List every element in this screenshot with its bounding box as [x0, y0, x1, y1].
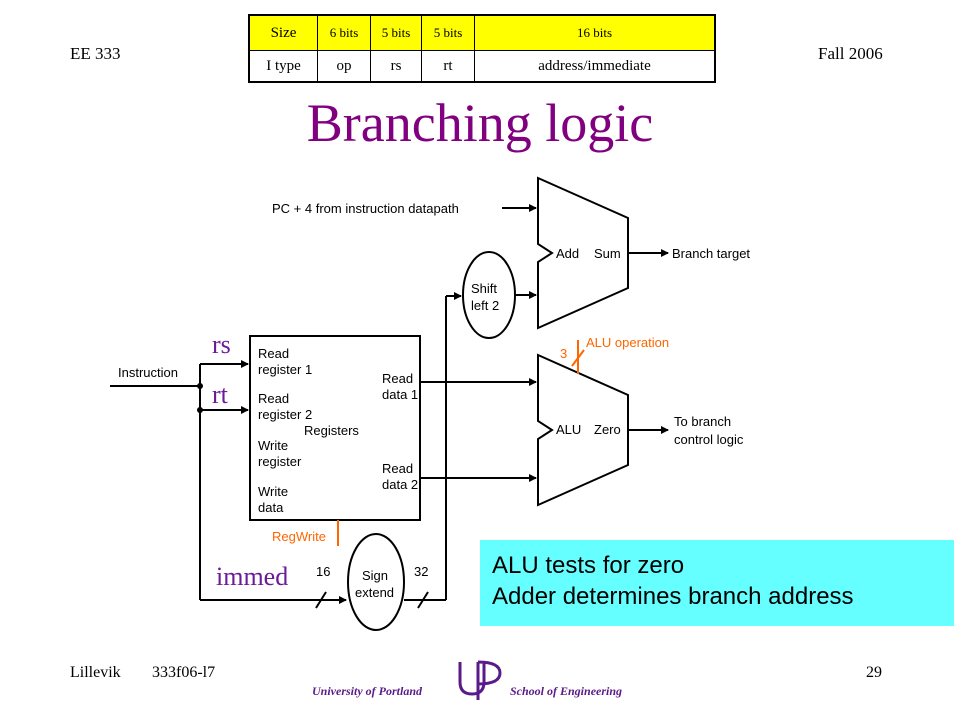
format-cell: 5 bits — [370, 14, 422, 51]
read-data2-label-2: data 2 — [382, 477, 418, 492]
up-monogram-icon — [458, 660, 502, 700]
ext-width-slash — [417, 591, 429, 609]
note-line-1: ALU tests for zero — [492, 552, 685, 579]
format-cell: I type — [248, 50, 318, 83]
immed-width-slash — [315, 591, 327, 609]
read-reg2-label-2: register 2 — [258, 407, 312, 422]
instruction-format-table: Size 6 bits 5 bits 5 bits 16 bits I type… — [248, 14, 716, 83]
sign-extend-label-1: Sign — [362, 568, 388, 583]
read-data1-label-2: data 1 — [382, 387, 418, 402]
write-reg-label: Write — [258, 438, 288, 453]
school-name: School of Engineering — [510, 684, 623, 698]
to-branch-label-2: control logic — [674, 432, 744, 447]
alu-label: ALU — [556, 422, 581, 437]
sign-extend-label-2: extend — [355, 585, 394, 600]
regwrite-label: RegWrite — [272, 529, 326, 544]
university-name: University of Portland — [312, 684, 422, 698]
rt-label: rt — [212, 380, 228, 409]
file-label: 333f06-l7 — [152, 664, 216, 681]
write-data-label-2: data — [258, 500, 284, 515]
format-cell: 16 bits — [474, 14, 716, 51]
format-cell: Size — [248, 14, 318, 51]
author-label: Lillevik — [70, 664, 121, 681]
format-header-row: Size 6 bits 5 bits 5 bits 16 bits — [248, 14, 716, 51]
to-branch-label-1: To branch — [674, 414, 731, 429]
shift-label-2: left 2 — [471, 298, 499, 313]
pc-input-label: PC + 4 from instruction datapath — [272, 201, 459, 216]
width-16-label: 16 — [316, 564, 330, 579]
format-cell: rs — [370, 50, 422, 83]
alu-op-slash — [571, 349, 585, 367]
format-cell: 5 bits — [421, 14, 475, 51]
read-reg2-label: Read — [258, 391, 289, 406]
branch-target-label: Branch target — [672, 246, 750, 261]
note-line-2: Adder determines branch address — [492, 583, 854, 610]
read-reg1-label-2: register 1 — [258, 362, 312, 377]
format-cell: 6 bits — [317, 14, 371, 51]
write-reg-label-2: register — [258, 454, 302, 469]
format-cell: address/immediate — [474, 50, 716, 83]
read-data2-label: Read — [382, 461, 413, 476]
page-number: 29 — [866, 664, 882, 681]
read-reg1-label: Read — [258, 346, 289, 361]
width-32-label: 32 — [414, 564, 428, 579]
format-itype-row: I type op rs rt address/immediate — [248, 50, 716, 83]
adder-unit — [537, 176, 629, 330]
format-cell: rt — [421, 50, 475, 83]
alu-op-width: 3 — [560, 346, 567, 361]
adder-sum-label: Sum — [594, 246, 621, 261]
instruction-label: Instruction — [118, 365, 178, 380]
course-label: EE 333 — [70, 44, 121, 63]
read-data1-label: Read — [382, 371, 413, 386]
write-data-label: Write — [258, 484, 288, 499]
term-label: Fall 2006 — [818, 44, 883, 63]
registers-name: Registers — [304, 423, 359, 438]
register-file — [249, 335, 421, 521]
university-logo: University of Portland School of Enginee… — [312, 660, 652, 704]
immed-label: immed — [216, 562, 289, 591]
sign-extend-unit — [347, 533, 405, 631]
explanation-callout: ALU tests for zero Adder determines bran… — [480, 540, 954, 626]
shift-label-1: Shift — [471, 281, 497, 296]
adder-add-label: Add — [556, 246, 579, 261]
alu-zero-label: Zero — [594, 422, 621, 437]
slide-title: Branching logic — [306, 93, 654, 153]
alu-unit — [537, 353, 629, 507]
rs-label: rs — [212, 330, 231, 359]
alu-operation-label: ALU operation — [586, 335, 669, 350]
